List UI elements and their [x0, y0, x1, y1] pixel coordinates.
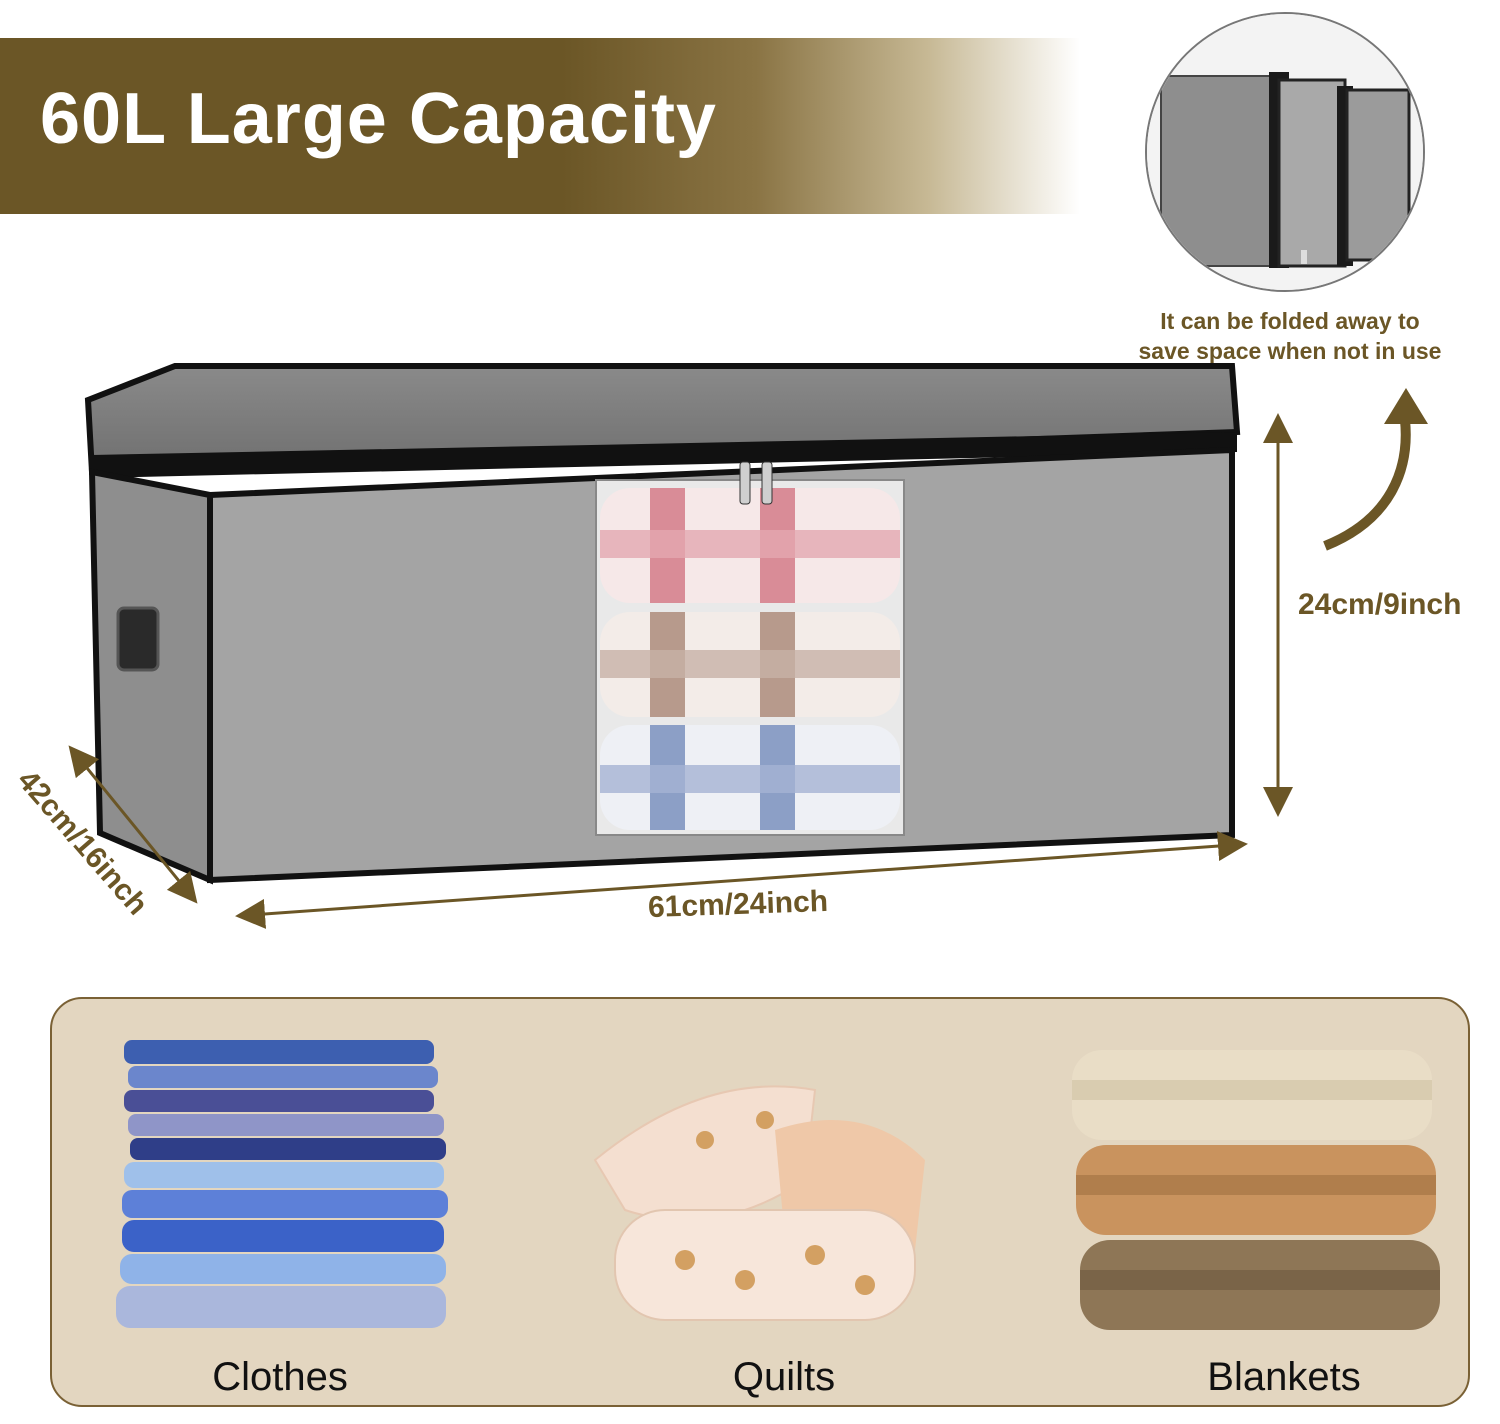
- zipper-pull-right: [761, 461, 773, 505]
- fold-caption: It can be folded away to save space when…: [1080, 306, 1500, 366]
- zipper-band: [92, 432, 1237, 478]
- width-arrow: [235, 831, 1248, 929]
- fold-caption-line2: save space when not in use: [1138, 338, 1442, 364]
- width-label: 61cm/24inch: [647, 884, 829, 925]
- depth-arrow: [68, 745, 198, 904]
- clothes-stack-image: [116, 1040, 448, 1328]
- use-label-clothes: Clothes: [212, 1355, 348, 1399]
- fold-caption-line1: It can be folded away to: [1160, 308, 1420, 334]
- blankets-image: [1072, 1050, 1440, 1330]
- quilts-image: [593, 1085, 925, 1321]
- folded-inset-image: [1145, 12, 1425, 292]
- folded-box-illustration: [1147, 14, 1423, 290]
- use-label-quilts: Quilts: [732, 1355, 836, 1399]
- box-lid: [84, 363, 1241, 476]
- use-label-blankets: Blankets: [1207, 1355, 1361, 1399]
- banner-title: 60L Large Capacity: [40, 79, 717, 159]
- box-handle: [116, 606, 160, 672]
- box-side: [88, 468, 213, 885]
- header-banner: [0, 38, 1080, 214]
- fold-arrow: [1323, 419, 1411, 551]
- zipper-pull-left: [739, 461, 751, 505]
- storage-box-illustration: [68, 363, 1428, 929]
- height-label: 24cm/9inch: [1298, 588, 1462, 621]
